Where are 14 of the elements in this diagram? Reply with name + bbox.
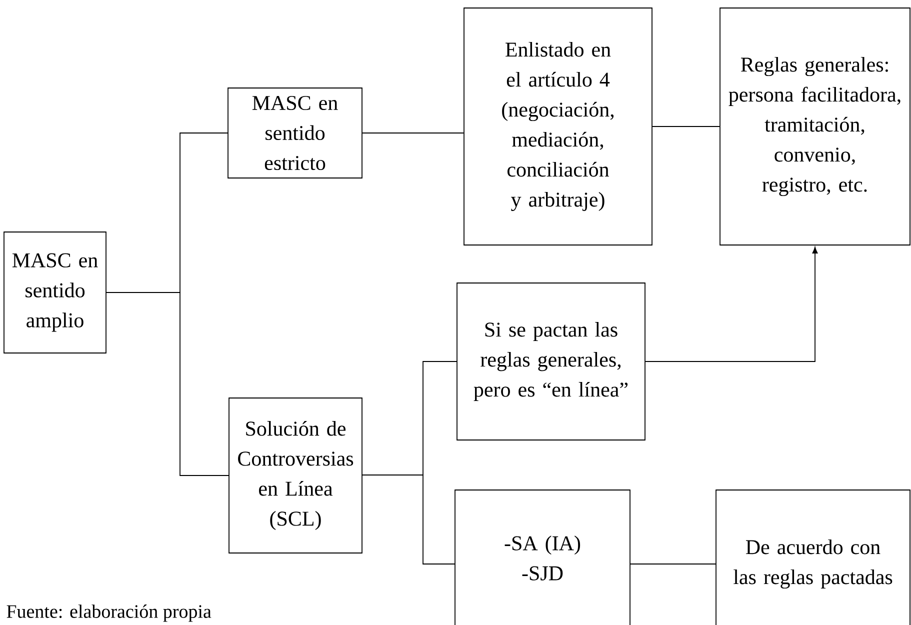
text-box: -SA (IA) -SJD <box>454 490 630 625</box>
text-box: Solución de Controversias en Línea (SCL) <box>228 398 362 554</box>
connector <box>362 132 464 134</box>
connector <box>106 292 230 476</box>
caption: Fuente: elaboración propia <box>6 604 212 622</box>
text-box: De acuerdo con las reglas pactadas <box>716 490 910 625</box>
text-box: Si se pactan las reglas generales, pero es “en línea” <box>456 282 646 440</box>
text-box: MASC en sentido estricto <box>228 88 362 178</box>
text-box: Enlistado en el artículo 4 (negociación, mediación, conciliación y arbitraje) <box>464 8 652 246</box>
connector <box>362 474 456 564</box>
text-box: Reglas generales: persona facilitadora, tramitación, convenio, registro, etc. <box>720 8 910 246</box>
connector <box>645 246 818 362</box>
text-box: MASC en sentido amplio <box>4 232 106 354</box>
connector <box>652 126 720 127</box>
